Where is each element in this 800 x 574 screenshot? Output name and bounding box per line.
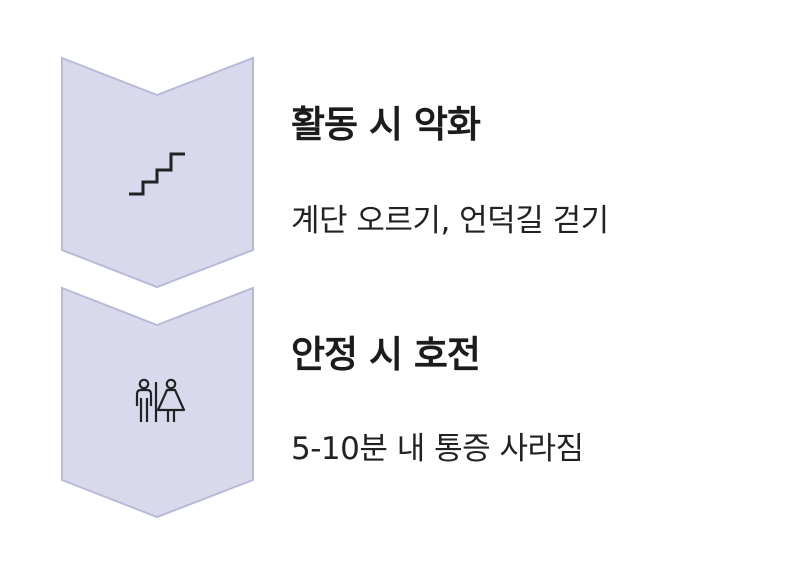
couple-people-icon xyxy=(135,378,186,422)
step-1-description: 계단 오르기, 언덕길 걷기 xyxy=(291,203,609,239)
step-2-description: 5-10분 내 통증 사라짐 xyxy=(291,431,584,467)
step-1-title: 활동 시 악화 xyxy=(291,103,481,146)
stairs-icon xyxy=(129,152,185,196)
step-2-title: 안정 시 호전 xyxy=(291,333,481,376)
step-2-chevron-shape xyxy=(61,286,254,519)
